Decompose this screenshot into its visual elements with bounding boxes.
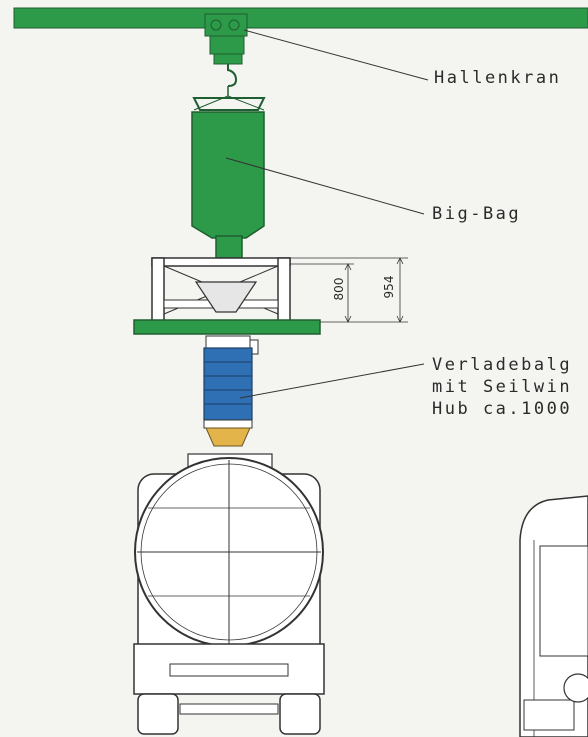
- label-hallenkran: Hallenkran: [434, 68, 562, 88]
- dimension-954: 954: [382, 275, 396, 299]
- label-bellows-1: Verladebalg: [432, 355, 573, 375]
- dimension-800: 800: [332, 277, 346, 301]
- label-big-bag: Big-Bag: [432, 204, 522, 224]
- leader-lines: [225, 29, 429, 399]
- loading-bellows: [203, 335, 259, 447]
- big-bag: [191, 95, 266, 259]
- dimension-lines: [290, 257, 408, 323]
- loading-station-frame: [133, 257, 321, 335]
- delivery-van: [519, 495, 588, 737]
- label-bellows-3: Hub ca.1000: [432, 399, 573, 419]
- tanker-truck: [133, 453, 325, 735]
- hall-crane: [13, 7, 588, 96]
- label-bellows-2: mit Seilwin: [432, 377, 573, 397]
